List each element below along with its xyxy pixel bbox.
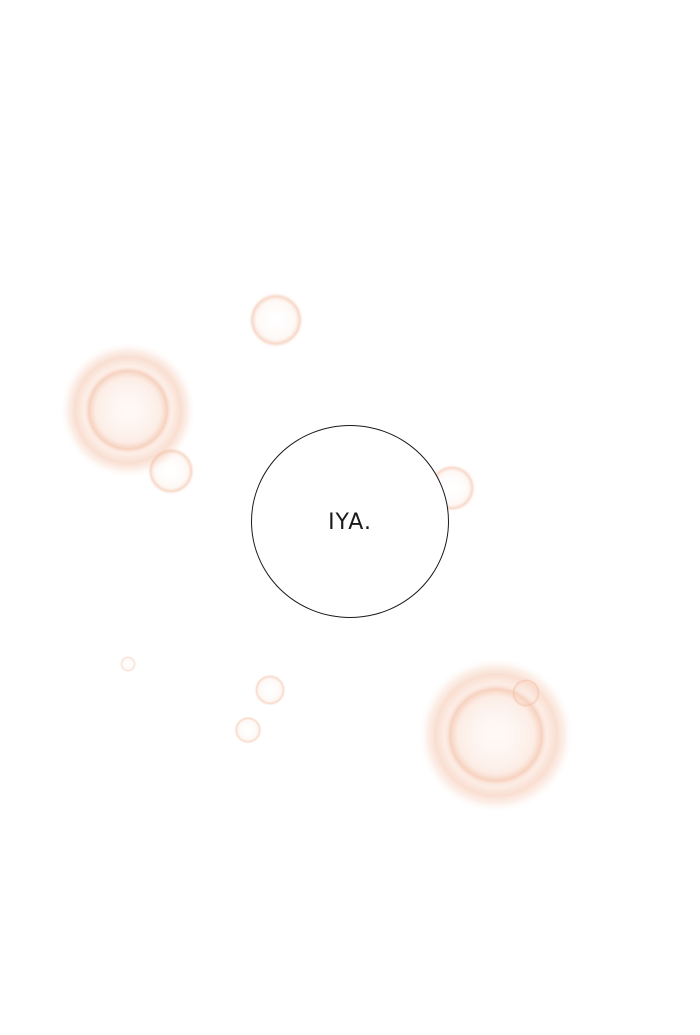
bokeh-circle-left-small: [147, 447, 195, 495]
bokeh-circle-top: [248, 292, 304, 348]
bokeh-circle-left-large: [60, 342, 196, 478]
bokeh-circle-bottom-right: [418, 657, 574, 813]
bokeh-sparkle-3: [234, 716, 262, 744]
bokeh-sparkle-1: [120, 656, 136, 672]
speech-text: IYA.: [328, 510, 372, 535]
bokeh-circle-bottom-right-small: [511, 678, 541, 708]
bokeh-sparkle-2: [254, 674, 286, 706]
speech-bubble: IYA.: [251, 425, 449, 618]
